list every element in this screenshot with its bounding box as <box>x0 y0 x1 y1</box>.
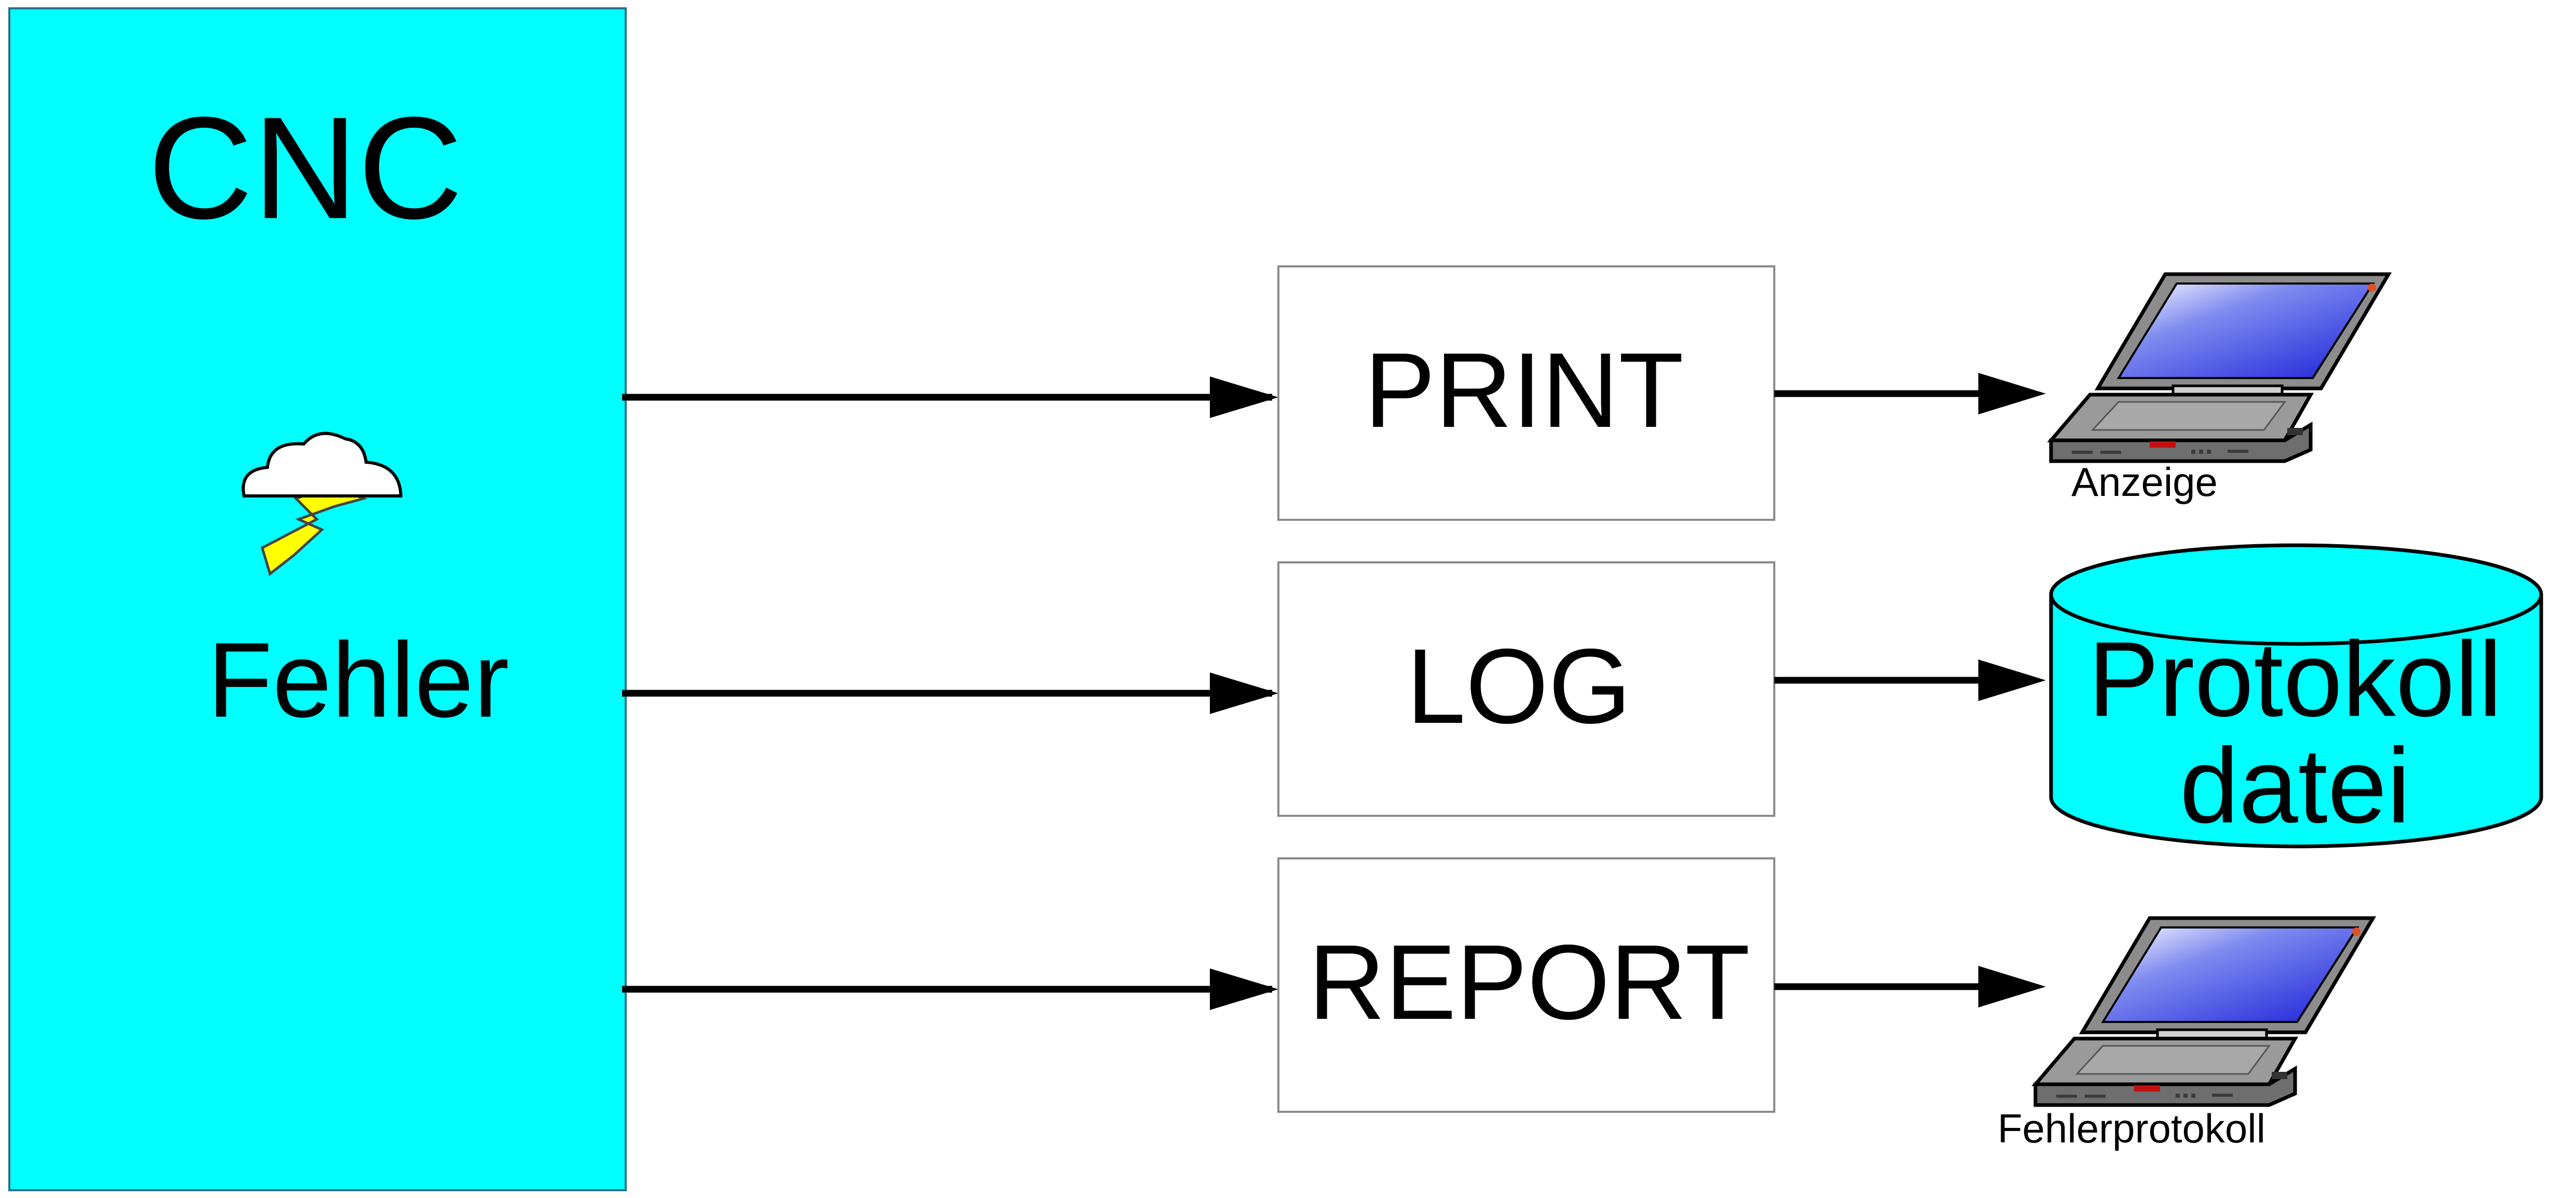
target-label-anzeige: Anzeige <box>2071 459 2218 505</box>
cnc-panel <box>8 7 627 1191</box>
database-cylinder-icon <box>2049 543 2543 849</box>
laptop-icon <box>2035 918 2373 1105</box>
arrowhead-log-to-database <box>1978 659 2046 701</box>
arrowhead-cnc-to-log <box>1210 672 1278 714</box>
laptop-icon <box>2051 274 2389 461</box>
channel-label-print: PRINT <box>1365 331 1684 450</box>
target-label-fehlerprotokoll: Fehlerprotokoll <box>1998 1106 2265 1151</box>
storm-cloud-lightning-icon <box>241 432 403 576</box>
cnc-label-fehler: Fehler <box>207 621 509 739</box>
channel-box-log <box>1277 561 1775 817</box>
channel-box-print <box>1277 265 1775 521</box>
cnc-title: CNC <box>148 87 463 249</box>
arrowhead-print-to-display <box>1978 373 2046 414</box>
channel-label-report: REPORT <box>1309 923 1750 1042</box>
arrowhead-cnc-to-report <box>1210 968 1278 1010</box>
channel-label-log: LOG <box>1407 627 1631 746</box>
arrowhead-cnc-to-print <box>1210 376 1278 418</box>
arrowhead-report-to-laptop <box>1978 966 2046 1007</box>
channel-box-report <box>1277 857 1775 1113</box>
